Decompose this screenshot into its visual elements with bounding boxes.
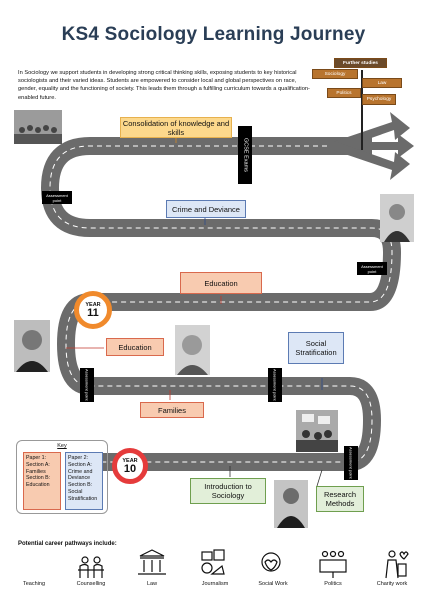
career-charity-work: Charity work	[376, 581, 408, 587]
sign-psychology: Psychology	[362, 94, 396, 105]
education-box-left: Education	[106, 338, 164, 356]
sign-law: Law	[362, 78, 402, 88]
key-panel: Key Paper 1: Section A: Families Section…	[16, 440, 108, 514]
career-icons-row	[78, 549, 409, 579]
year-10-word: YEAR	[122, 457, 138, 464]
assessment-point-tag-1: Assessment point	[42, 191, 72, 204]
portrait-icon	[175, 325, 210, 375]
photo-crowd	[14, 110, 62, 144]
photo-sociologist-4	[274, 480, 308, 528]
career-journalism: Journalism	[201, 581, 229, 587]
assessment-point-tag-5: Assessment point	[344, 446, 358, 480]
research-methods-box: Research Methods	[316, 486, 364, 512]
year-11-marker: YEAR 11	[74, 291, 112, 329]
key-title: Key	[57, 443, 67, 449]
photo-protest	[296, 410, 338, 452]
intro-paragraph: In Sociology we support students in deve…	[18, 70, 310, 101]
gcse-exams-tag: GCSE Exams	[238, 126, 252, 184]
consolidation-box: Consolidation of knowledge and skills	[120, 117, 232, 138]
photo-sociologist-3	[175, 325, 210, 375]
portrait-icon	[274, 480, 308, 528]
photo-sociologist-1	[380, 194, 414, 242]
career-counselling: Counselling	[76, 581, 106, 587]
year-11-number: 11	[87, 306, 99, 319]
sign-sociology: Sociology	[312, 69, 358, 79]
assessment-point-tag-4: Assessment point	[268, 368, 282, 402]
social-stratification-box: Social Stratification	[288, 332, 344, 364]
page-title: KS4 Sociology Learning Journey	[61, 24, 366, 45]
portrait-icon	[14, 320, 50, 372]
key-paper-2: Paper 2: Section A: Crime and Deviance S…	[65, 452, 103, 510]
career-politics: Politics	[324, 581, 342, 587]
key-paper-1: Paper 1: Section A: Families Section B: …	[23, 452, 61, 510]
law-icon	[138, 549, 166, 575]
sign-politics: Politics	[327, 88, 361, 98]
career-teaching: Teaching	[22, 581, 46, 587]
protest-image-icon	[296, 410, 338, 452]
social-work-icon	[261, 552, 281, 572]
year-10-number: 10	[123, 462, 137, 475]
politics-icon	[319, 550, 347, 578]
career-social-work: Social Work	[258, 581, 288, 587]
journalism-icon	[201, 549, 225, 575]
year-10-marker: YEAR 10	[112, 448, 148, 484]
crime-and-deviance-box: Crime and Deviance	[166, 200, 246, 218]
crowd-image-icon	[14, 110, 62, 144]
families-box: Families	[140, 402, 204, 418]
portrait-icon	[380, 194, 414, 242]
intro-to-sociology-box: Introduction to Sociology	[190, 478, 266, 504]
charity-work-icon	[385, 550, 409, 579]
photo-sociologist-2	[14, 320, 50, 372]
year-11-word: YEAR	[85, 301, 101, 308]
career-law: Law	[146, 581, 158, 587]
careers-title: Potential career pathways include:	[18, 541, 117, 547]
assessment-point-tag-3: Assessment point	[80, 368, 94, 402]
signpost-header: Further studies	[334, 58, 387, 68]
counselling-icon	[78, 556, 104, 578]
education-box-upper: Education	[180, 272, 262, 294]
assessment-point-tag-2: Assessment point	[357, 262, 387, 275]
